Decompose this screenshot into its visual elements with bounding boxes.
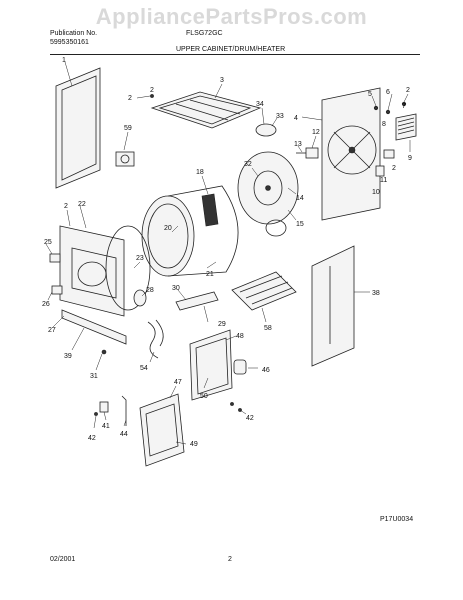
- callout-18: 18: [196, 169, 204, 176]
- callout-32: 32: [244, 161, 252, 168]
- callout-8: 8: [382, 121, 386, 128]
- callout-labels: 1 2 3 2 34 33 4 5 6 2 7 8 12 13 9 59 32 …: [42, 57, 412, 448]
- callout-27: 27: [48, 327, 56, 334]
- callout-48: 48: [236, 333, 244, 340]
- callout-26: 26: [42, 301, 50, 308]
- part-heater-element: [231, 271, 297, 323]
- callout-21: 21: [206, 271, 214, 278]
- callout-28: 28: [146, 287, 154, 294]
- callout-2: 2: [406, 87, 410, 94]
- callout-11: 11: [380, 177, 387, 184]
- callout-33: 33: [276, 113, 284, 120]
- callout-25: 25: [44, 239, 52, 246]
- callout-50: 50: [200, 393, 208, 400]
- part-sensor: [133, 289, 147, 307]
- callout-9: 9: [408, 155, 412, 162]
- callout-30: 30: [172, 285, 180, 292]
- callout-13: 13: [294, 141, 302, 148]
- callout-14: 14: [296, 195, 304, 202]
- callout-15: 15: [296, 221, 304, 228]
- callout-4: 4: [294, 115, 298, 122]
- callout-54: 54: [140, 365, 148, 372]
- callout-44: 44: [120, 431, 128, 438]
- callout-6: 6: [386, 89, 390, 96]
- callout-2: 2: [150, 87, 154, 94]
- section-title: UPPER CABINET/DRUM/HEATER: [176, 46, 286, 53]
- part-screw-31: [95, 349, 107, 371]
- callout-59: 59: [124, 125, 132, 132]
- figure-code: P17U0034: [380, 516, 414, 523]
- callout-12: 12: [312, 129, 320, 136]
- part-clip-41: [93, 395, 127, 429]
- callout-34: 34: [256, 101, 264, 108]
- callout-42: 42: [88, 435, 96, 442]
- part-bumper: [233, 359, 258, 375]
- part-vent-grille: [395, 113, 417, 152]
- part-toe-panel: [139, 385, 187, 467]
- callout-49: 49: [190, 441, 198, 448]
- part-screws-42: [230, 402, 247, 415]
- part-blower-housing: [237, 151, 299, 237]
- part-top-panel: [55, 61, 101, 189]
- callout-42: 42: [246, 415, 254, 422]
- callout-2: 2: [128, 95, 132, 102]
- callout-29: 29: [218, 321, 226, 328]
- part-rear-panel: [301, 87, 381, 221]
- callout-23: 23: [136, 255, 144, 262]
- part-wire-harness: [147, 319, 164, 363]
- title-rule: [50, 54, 420, 55]
- part-access-panel: [189, 329, 237, 401]
- part-door-seal: [105, 225, 151, 311]
- part-rear-hardware: [371, 93, 409, 177]
- callout-2: 2: [64, 203, 68, 210]
- publication-number: 5995350161: [50, 39, 89, 46]
- callout-3: 3: [220, 77, 224, 84]
- page-number: 2: [228, 556, 232, 563]
- callout-5: 5: [368, 91, 372, 98]
- publication-label: Publication No.: [50, 30, 98, 37]
- part-idler: [255, 107, 278, 137]
- callout-46: 46: [262, 367, 270, 374]
- revision-date: 02/2001: [50, 556, 76, 563]
- callout-39: 39: [64, 353, 72, 360]
- part-side-panel: [311, 245, 370, 367]
- part-screw: [136, 94, 154, 99]
- part-bearing: [296, 135, 319, 159]
- callout-22: 22: [78, 201, 86, 208]
- part-drum: [141, 175, 239, 277]
- callout-7: 7: [402, 103, 406, 110]
- watermark: AppliancePartsPros.com: [95, 4, 368, 29]
- callout-47: 47: [174, 379, 182, 386]
- callout-20: 20: [164, 225, 172, 232]
- part-thermostat: [115, 131, 135, 167]
- callout-1: 1: [62, 57, 66, 64]
- callout-38: 38: [372, 290, 380, 297]
- part-front-panel: [59, 205, 125, 317]
- model-number: FLSG72GC: [186, 30, 223, 37]
- part-heater-bracket: [175, 289, 219, 323]
- part-cabinet-top: [150, 83, 262, 129]
- callout-2: 2: [392, 165, 396, 172]
- part-front-strip: [51, 309, 127, 351]
- callout-10: 10: [372, 189, 380, 196]
- callout-31: 31: [90, 373, 98, 380]
- callout-41: 41: [102, 423, 110, 430]
- callout-58: 58: [264, 325, 272, 332]
- part-door-switch: [45, 243, 63, 301]
